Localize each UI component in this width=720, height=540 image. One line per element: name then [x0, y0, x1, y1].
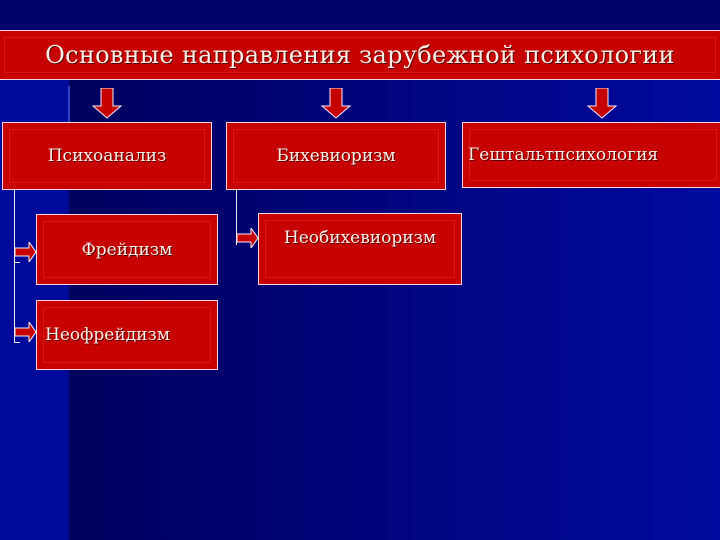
node-label: Гештальтпсихология	[468, 145, 659, 165]
right-arrow-icon	[237, 228, 259, 248]
node-label: Фрейдизм	[81, 239, 173, 260]
node-psychoanalysis: Психоанализ	[2, 122, 212, 190]
down-arrow-icon	[91, 88, 123, 119]
top-band	[0, 0, 720, 30]
right-arrow-icon	[15, 242, 37, 262]
node-label: Бихевиоризм	[276, 146, 396, 166]
connector-line	[236, 190, 237, 245]
diagram-title: Основные направления зарубежной психолог…	[0, 30, 720, 80]
right-arrow-icon	[15, 322, 37, 342]
node-label: Необихевиоризм	[283, 228, 437, 248]
connector-line	[14, 190, 15, 342]
node-behaviorism: Бихевиоризм	[226, 122, 446, 190]
node-label: Психоанализ	[47, 146, 167, 166]
connector-line	[14, 262, 20, 263]
node-gestalt-psychology: Гештальтпсихология	[462, 122, 720, 188]
node-label: Неофрейдизм	[45, 325, 170, 345]
node-freudianism: Фрейдизм	[36, 214, 218, 285]
down-arrow-icon	[586, 88, 618, 119]
connector-line	[14, 342, 20, 343]
decorative-line	[68, 86, 70, 126]
node-neo-freudianism: Неофрейдизм	[36, 300, 218, 370]
node-neo-behaviorism: Необихевиоризм	[258, 213, 462, 285]
diagram-title-text: Основные направления зарубежной психолог…	[45, 41, 675, 69]
down-arrow-icon	[320, 88, 352, 119]
